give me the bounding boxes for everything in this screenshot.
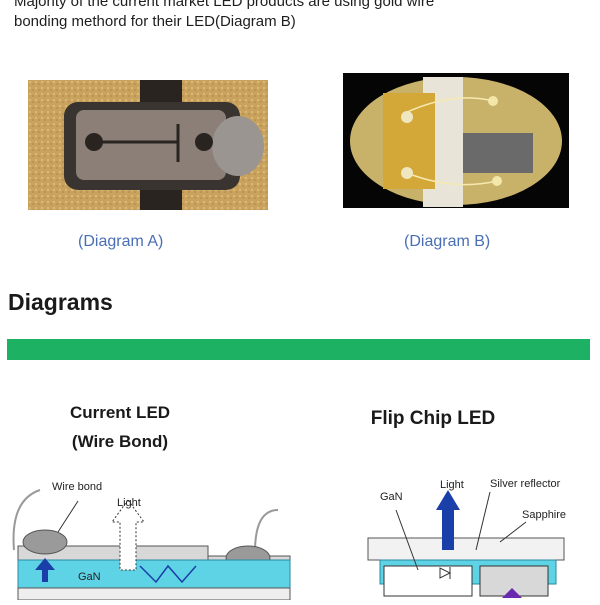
current-led-title: Current LED (Wire Bond) — [40, 398, 200, 456]
label-silver-reflector: Silver reflector — [490, 478, 561, 490]
intro-text: Majority of the current market LED produ… — [14, 0, 574, 32]
label-light-current: Light — [117, 497, 141, 509]
caption-diagram-a: (Diagram A) — [78, 233, 164, 250]
flip-chip-diagram: Light Silver reflector GaN Sapphire — [340, 470, 600, 600]
label-wire-bond: Wire bond — [52, 481, 102, 493]
current-led-title-line-1: Current LED — [69, 403, 171, 422]
intro-line-2: bonding methord for their LED(Diagram B) — [14, 13, 296, 30]
photo-diagram-b — [343, 73, 569, 208]
caption-diagram-b: (Diagram B) — [404, 233, 491, 250]
section-title: Diagrams — [8, 289, 113, 315]
flip-chip-title: Flip Chip LED — [370, 408, 496, 429]
current-led-title-line-2: (Wire Bond) — [71, 432, 169, 451]
label-light-flip: Light — [440, 479, 464, 491]
wire-bond-diagram: Wire bond Light GaN — [0, 470, 300, 601]
intro-line-1: Majority of the current market LED produ… — [14, 0, 435, 10]
photo-diagram-a — [28, 80, 268, 210]
label-gan-current: GaN — [78, 571, 101, 583]
label-sapphire-flip: Sapphire — [522, 509, 566, 521]
label-gan-flip: GaN — [380, 491, 403, 503]
accent-bar — [7, 339, 590, 360]
